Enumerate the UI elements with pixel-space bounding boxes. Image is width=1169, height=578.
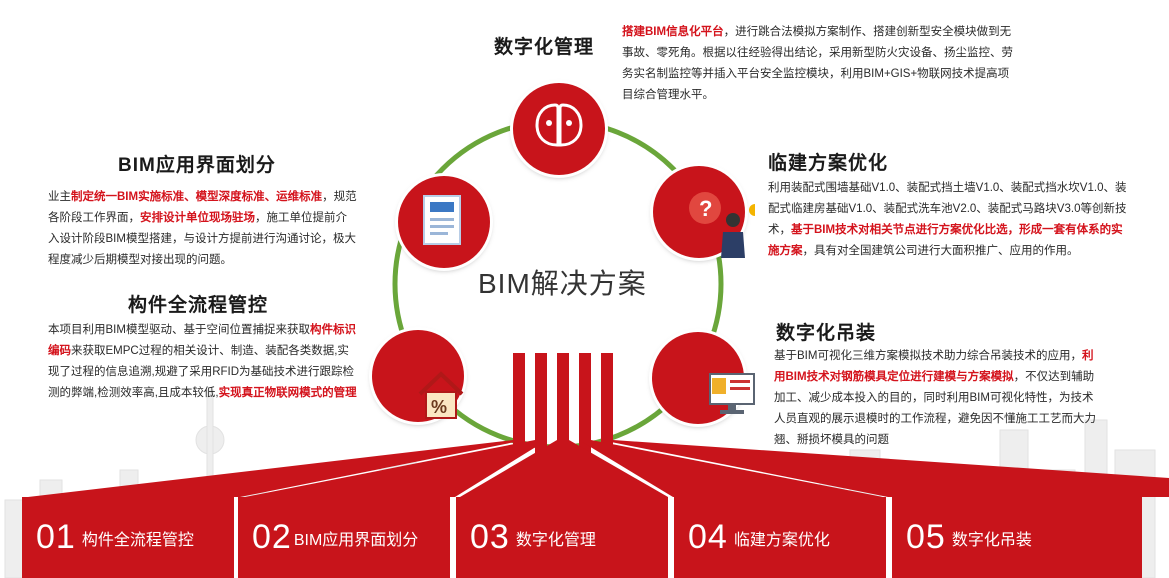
body-text: ，进行跳合法模拟方案制作、搭建创新型安全模块做到无事故、零死角。根据以往经验得出… xyxy=(622,26,1013,101)
node-component-process: % xyxy=(372,330,464,422)
heading-component-process: 构件全流程管控 xyxy=(128,295,269,316)
node-bim-interface xyxy=(398,176,490,268)
node-temp-construction: ? xyxy=(653,166,755,258)
tab-02-number: 02 xyxy=(252,518,292,556)
heading-digital-management: 数字化管理 xyxy=(494,37,595,58)
body-text: ，施工单位提前介入设计阶段BIM模型搭建，与设计方提前进行沟通讨论，极大程度减少… xyxy=(48,212,356,266)
monitor-icon xyxy=(709,373,755,414)
tab-04-number: 04 xyxy=(688,518,728,556)
highlight-text: 安排设计单位现场驻场 xyxy=(140,212,255,224)
highlight-text: 搭建BIM信息化平台 xyxy=(622,26,724,38)
highlight-text: 制定统一BIM实施标准、模型深度标准、运维标准 xyxy=(71,191,323,203)
node-digital-hoisting xyxy=(652,332,755,424)
body-text: 来获取EMPC过程的相关设计、制造、装配各类数据,实现了过程的信息追溯,规避了采… xyxy=(48,345,355,399)
body-text: ，具有对全国建筑公司进行大面积推广、应用的作用。 xyxy=(802,245,1079,257)
highlight-text: 利用BIM技术对钢筋模具定位进行建模与方案模拟 xyxy=(774,350,1094,383)
tab-01[interactable]: 01 构件全流程管控 xyxy=(22,497,234,578)
tab-01-number: 01 xyxy=(36,518,76,556)
percent-house-icon: % xyxy=(418,371,464,419)
highlight-text: 实现真正物联网模式的管理 xyxy=(218,387,357,399)
desc-component-process: 本项目利用BIM模型驱动、基于空间位置捕捉来获取构件标识编码来获取EMPC过程的… xyxy=(48,320,358,404)
tab-03-number: 03 xyxy=(470,518,510,556)
desc-bim-interface: 业主制定统一BIM实施标准、模型深度标准、运维标准，规范各阶段工作界面，安排设计… xyxy=(48,187,358,271)
svg-text:%: % xyxy=(431,397,447,417)
heading-temp-construction: 临建方案优化 xyxy=(768,153,889,174)
question-person-icon: ? xyxy=(689,192,755,258)
body-text: 业主 xyxy=(48,191,71,203)
tab-03[interactable]: 03 数字化管理 xyxy=(456,497,668,578)
tab-01-label: 构件全流程管控 xyxy=(81,531,194,549)
body-text: ，不仅达到辅助加工、减少成本投入的目的，同时利用BIM可视化特性，为技术人员直观… xyxy=(774,371,1096,446)
tab-05-label: 数字化吊装 xyxy=(951,531,1032,549)
tab-05-number: 05 xyxy=(906,518,946,556)
svg-text:?: ? xyxy=(699,196,712,221)
body-text: 基于BIM可视化三维方案模拟技术助力综合吊装技术的应用， xyxy=(774,350,1082,362)
tab-04[interactable]: 04 临建方案优化 xyxy=(674,497,886,578)
tab-03-label: 数字化管理 xyxy=(515,531,596,549)
two-heads-icon xyxy=(535,103,583,147)
center-title: BIM解决方案 xyxy=(478,268,647,299)
desc-temp-construction: 利用装配式围墙基础V1.0、装配式挡土墙V1.0、装配式挡水坎V1.0、装配式临… xyxy=(768,178,1133,262)
highlight-text: 基于BIM技术对相关节点进行方案优化比选，形成一套有体系的实施方案 xyxy=(768,224,1123,257)
tab-02-label: BIM应用界面划分 xyxy=(293,531,419,549)
tab-04-label: 临建方案优化 xyxy=(733,531,830,549)
body-text: 本项目利用BIM模型驱动、基于空间位置捕捉来获取 xyxy=(48,324,310,336)
document-icon xyxy=(423,195,461,245)
desc-digital-management: 搭建BIM信息化平台，进行跳合法模拟方案制作、搭建创新型安全模块做到无事故、零死… xyxy=(622,22,1017,106)
body-text: 利用装配式围墙基础V1.0、装配式挡土墙V1.0、装配式挡水坎V1.0、装配式临… xyxy=(768,182,1127,236)
heading-digital-hoisting: 数字化吊装 xyxy=(776,323,877,344)
heading-bim-interface: BIM应用界面划分 xyxy=(118,155,276,176)
node-digital-management xyxy=(513,83,605,175)
body-text: ，规范各阶段工作界面， xyxy=(48,191,357,224)
tab-02[interactable]: 02 BIM应用界面划分 xyxy=(238,497,450,578)
tab-05[interactable]: 05 数字化吊装 xyxy=(892,497,1142,578)
desc-digital-hoisting: 基于BIM可视化三维方案模拟技术助力综合吊装技术的应用，利用BIM技术对钢筋模具… xyxy=(774,346,1099,451)
highlight-text: 构件标识编码 xyxy=(48,324,356,357)
